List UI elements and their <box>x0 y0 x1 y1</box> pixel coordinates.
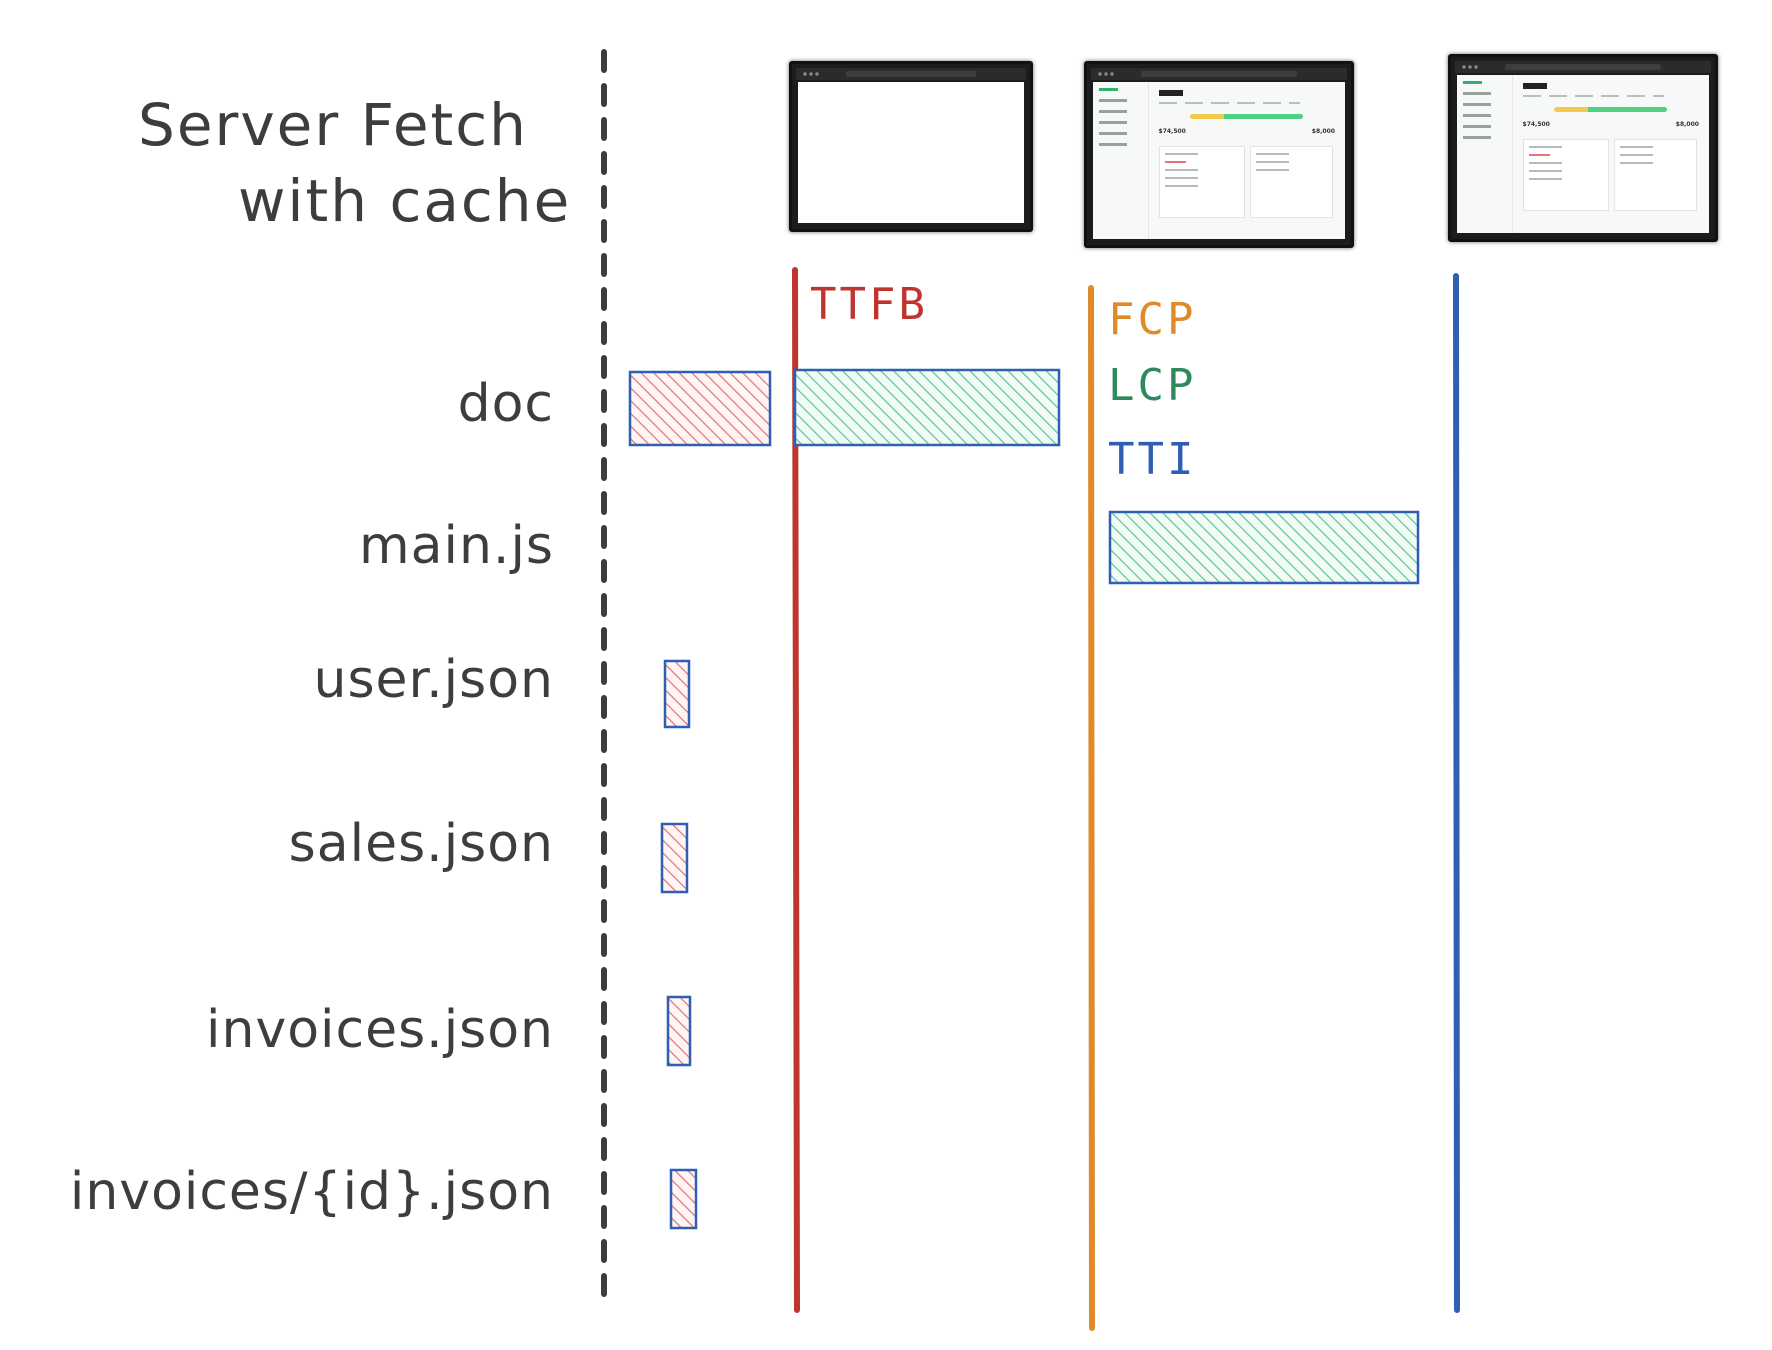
thumb2-amount-right: $8,000 <box>1311 128 1335 135</box>
tti-line <box>1453 273 1460 1313</box>
fcp-label: FCP <box>1108 294 1197 345</box>
doc-download-bar <box>793 368 1061 447</box>
row-label-invoices-id-json: invoices/{id}.json <box>69 1162 554 1222</box>
screenshot-rendered-fcp: $74,500 $8,000 <box>1084 61 1354 248</box>
row-label-mainjs: main.js <box>359 516 554 576</box>
mainjs-download-bar <box>1108 510 1420 585</box>
invoices-id-json-bar <box>669 1168 698 1230</box>
row-label-invoicesjson: invoices.json <box>206 1000 554 1060</box>
invoicesjson-bar <box>666 995 692 1067</box>
doc-request-bar <box>628 370 772 447</box>
fcp-line <box>1088 285 1095 1331</box>
screenshot-rendered-tti: $74,500 $8,000 <box>1448 54 1718 242</box>
row-label-doc: doc <box>457 374 554 434</box>
thumb3-amount-right: $8,000 <box>1675 121 1699 128</box>
ttfb-label: TTFB <box>810 279 928 330</box>
salesjson-bar <box>660 822 689 894</box>
lcp-label: LCP <box>1108 360 1197 411</box>
screenshot-blank <box>789 61 1033 232</box>
row-label-salesjson: sales.json <box>288 814 554 874</box>
thumb3-amount-left: $74,500 <box>1522 121 1550 128</box>
thumb2-amount-left: $74,500 <box>1158 128 1186 135</box>
row-label-userjson: user.json <box>313 650 554 710</box>
diagram-title-line1: Server Fetch <box>138 91 528 159</box>
diagram-title-line2: with cache <box>238 167 572 235</box>
userjson-bar <box>663 659 691 729</box>
tti-label: TTI <box>1108 434 1197 485</box>
